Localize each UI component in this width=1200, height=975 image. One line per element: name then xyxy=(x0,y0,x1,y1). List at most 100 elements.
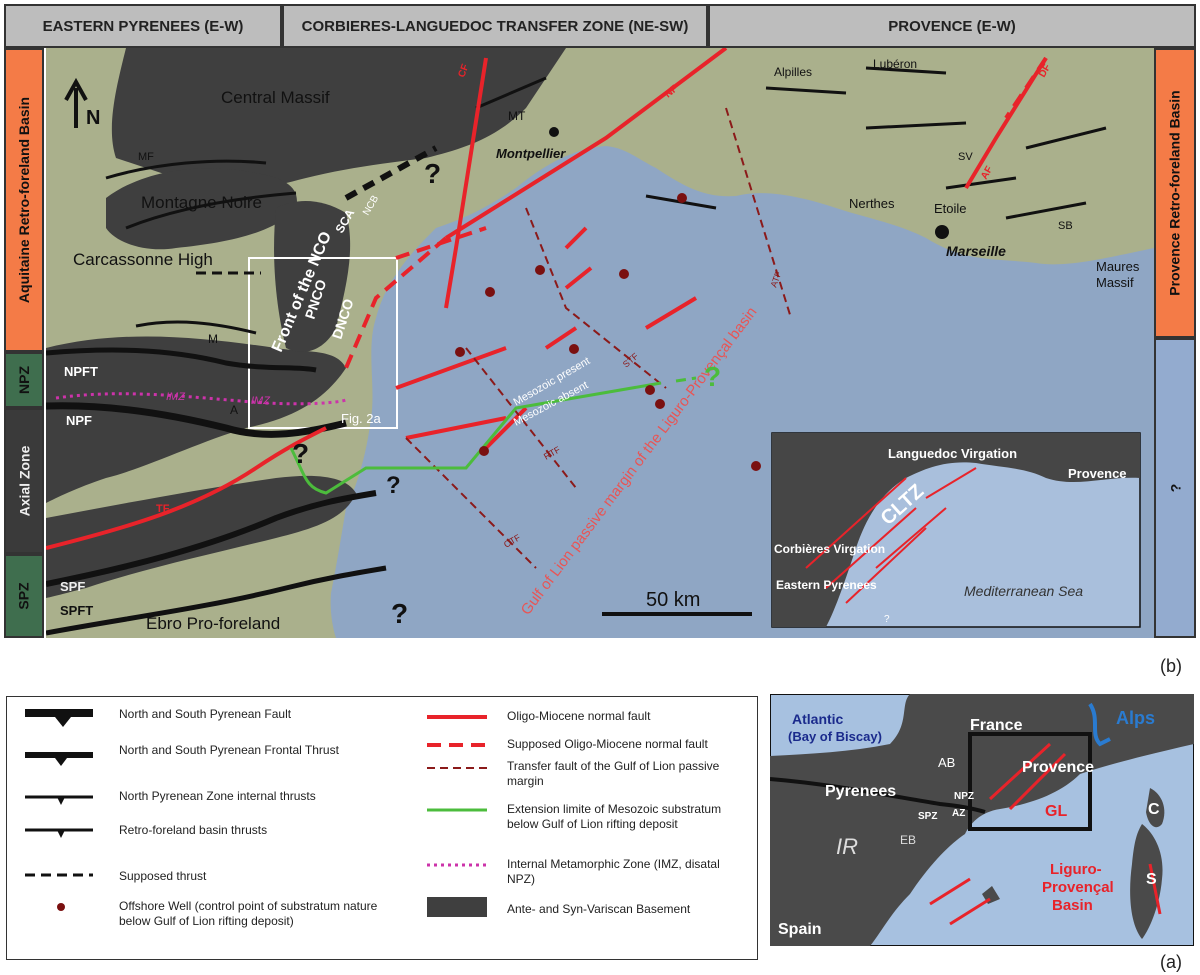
legend-item: Offshore Well (control point of substrat… xyxy=(119,899,378,928)
inset-provence: Provence xyxy=(1068,466,1127,481)
provence-thrust-6 xyxy=(1005,201,1087,220)
rtf-fault xyxy=(465,347,577,489)
inset-a-spz: SPZ xyxy=(918,811,937,822)
well xyxy=(751,461,761,471)
inset-a-eb: EB xyxy=(900,833,916,847)
cf-fault xyxy=(444,57,488,309)
basement-montagne-noire xyxy=(106,168,297,250)
inset-q: ? xyxy=(884,614,890,625)
mesozoic-limit xyxy=(289,381,662,495)
label-montpellier: Montpellier xyxy=(496,146,566,161)
label-montagne-noire: Montagne Noire xyxy=(141,193,262,212)
offshore-fault-2 xyxy=(405,416,507,440)
inset-a-biscay: (Bay of Biscay) xyxy=(788,729,882,744)
provence-thrust-2 xyxy=(865,66,947,75)
label-npf: NPF xyxy=(66,413,92,428)
spf-line xyxy=(46,490,377,587)
npft-line xyxy=(46,347,317,373)
inset-a-ab: AB xyxy=(938,755,955,770)
well xyxy=(485,287,495,297)
label-central-massif: Central Massif xyxy=(221,88,330,107)
well xyxy=(677,193,687,203)
panel-label-b: (b) xyxy=(1160,656,1182,676)
label-mf: MF xyxy=(138,151,154,163)
inset-a-spain: Spain xyxy=(778,921,822,938)
label-carcassonne: Carcassonne High xyxy=(73,250,213,269)
provence-thrust-1 xyxy=(765,86,847,95)
well xyxy=(569,344,579,354)
imz-line xyxy=(55,392,347,406)
offshore-fault-6 xyxy=(544,326,578,350)
inset-a-france: France xyxy=(970,717,1023,734)
tf-fault xyxy=(46,426,327,550)
label-npft: NPFT xyxy=(64,364,98,379)
npf-line xyxy=(46,402,347,438)
well xyxy=(645,385,655,395)
inset-a-liguro2: Provençal xyxy=(1042,879,1114,896)
atf-fault xyxy=(725,107,792,319)
scale-bar xyxy=(602,612,752,616)
panel-label-a: (a) xyxy=(1160,952,1182,972)
label-m: M xyxy=(208,332,218,346)
inset-sea: Mediterranean Sea xyxy=(964,583,1083,599)
label-imz-2: IMZ xyxy=(251,395,271,407)
label-cf: CF xyxy=(456,63,471,79)
scale-label: 50 km xyxy=(646,589,700,611)
legend-symbols xyxy=(25,709,487,917)
offshore-fault-4 xyxy=(564,266,593,290)
provence-thrust-3 xyxy=(865,121,967,130)
inset-a-atlantic: Atlantic xyxy=(792,711,844,727)
provence-thrust-5 xyxy=(1025,126,1107,150)
label-alpilles: Alpilles xyxy=(774,65,812,79)
well xyxy=(535,265,545,275)
header-eastern-pyrenees: EASTERN PYRENEES (E-W) xyxy=(4,4,282,48)
inset-a-az: AZ xyxy=(952,808,965,819)
label-mt: MT xyxy=(508,109,526,123)
north-arrow-icon xyxy=(64,77,88,128)
legend-item: Transfer fault of the Gulf of Lion passi… xyxy=(507,759,720,788)
label-marseille: Marseille xyxy=(946,243,1006,259)
mesozoic-supposed xyxy=(675,376,697,383)
inset-a-pyrenees: Pyrenees xyxy=(825,783,896,800)
legend-item: Oligo-Miocene normal fault xyxy=(507,709,651,723)
offshore-fault-3 xyxy=(564,226,588,250)
well xyxy=(655,399,665,409)
band-unknown: ? xyxy=(1154,338,1196,638)
inset-a-gl: GL xyxy=(1045,803,1067,820)
nf-fault xyxy=(444,48,728,240)
inset-languedoc: Languedoc Virgation xyxy=(888,446,1017,461)
inset-a-provence: Provence xyxy=(1022,759,1094,776)
inset-a-alps: Alps xyxy=(1116,708,1155,728)
label-imz-1: IMZ xyxy=(166,391,186,403)
inset-overview-map: Atlantic (Bay of Biscay) France Alps AB … xyxy=(770,694,1194,946)
inset-corbieres: Corbières Virgation xyxy=(774,542,885,556)
label-massif: Massif xyxy=(1096,275,1134,290)
label-spft: SPFT xyxy=(60,603,93,618)
inset-a-s: S xyxy=(1146,871,1157,888)
legend-item: North and South Pyrenean Fault xyxy=(119,707,292,721)
languedoc-thrust xyxy=(475,76,547,110)
inset-a-npz: NPZ xyxy=(954,791,974,802)
legend-item: Ante- and Syn-Variscan Basement xyxy=(507,902,691,916)
label-luberon: Lubéron xyxy=(873,57,917,71)
well xyxy=(479,446,489,456)
north-label: N xyxy=(86,107,100,129)
legend-item: Retro-foreland basin thrusts xyxy=(119,823,268,837)
ctf-fault xyxy=(405,437,537,569)
question-mark-3: ? xyxy=(386,472,401,499)
af-supposed xyxy=(1004,56,1048,120)
header-provence: PROVENCE (E-W) xyxy=(708,4,1196,48)
offshore-fault-5 xyxy=(644,296,698,330)
header-corbieres-languedoc: CORBIERES-LANGUEDOC TRANSFER ZONE (NE-SW… xyxy=(282,4,708,48)
city-montpellier xyxy=(549,127,559,137)
legend-item: Supposed Oligo-Miocene normal fault xyxy=(507,737,708,751)
thrust-3 xyxy=(135,320,257,335)
gulf-supposed xyxy=(395,226,487,260)
legend-item: Supposed thrust xyxy=(119,869,207,883)
label-tf: TF xyxy=(156,503,170,515)
stf-fault xyxy=(525,207,667,389)
band-aquitaine: Aquitaine Retro-foreland Basin xyxy=(4,48,44,352)
question-mark-1: ? xyxy=(424,158,441,189)
offshore-fault-1 xyxy=(395,346,507,390)
main-map: N Central Massif MF Montagne Noire Carca… xyxy=(46,48,1154,638)
